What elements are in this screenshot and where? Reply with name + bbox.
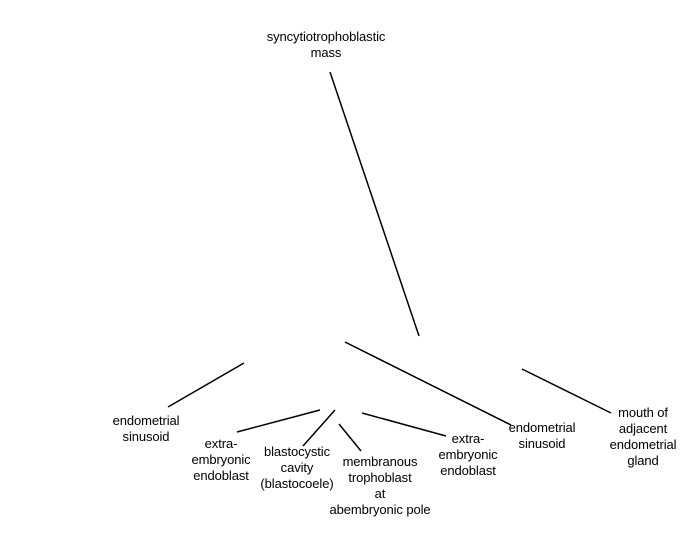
label-blastocystic-cavity: blastocystic cavity (blastocoele) [260,444,334,491]
leader-line-extra-embryonic-endoblast-right [361,412,447,437]
label-extra-embryonic-endoblast-left: extra- embryonic endoblast [191,436,251,483]
leader-line-mouth-of-adjacent-endometrial-gland [521,368,612,414]
label-membranous-trophoblast: membranous trophoblast at abembryonic po… [329,454,431,517]
leader-line-syncytiotrophoblastic-mass [329,71,420,337]
label-syncytiotrophoblastic-mass: syncytiotrophoblastic mass [266,29,386,60]
leader-line-endometrial-sinusoid-left [167,362,245,408]
leader-line-extra-embryonic-endoblast-left [236,409,321,433]
label-extra-embryonic-endoblast-right: extra- embryonic endoblast [438,431,498,478]
leader-line-membranous-trophoblast [338,423,362,452]
leader-line-endometrial-sinusoid-right [344,341,512,426]
label-endometrial-sinusoid-left: endometrial sinusoid [112,413,180,444]
label-mouth-of-adjacent-endometrial-gland: mouth of adjacent endometrial gland [609,405,677,468]
leader-line-blastocystic-cavity [302,409,336,447]
label-endometrial-sinusoid-right: endometrial sinusoid [508,420,576,451]
